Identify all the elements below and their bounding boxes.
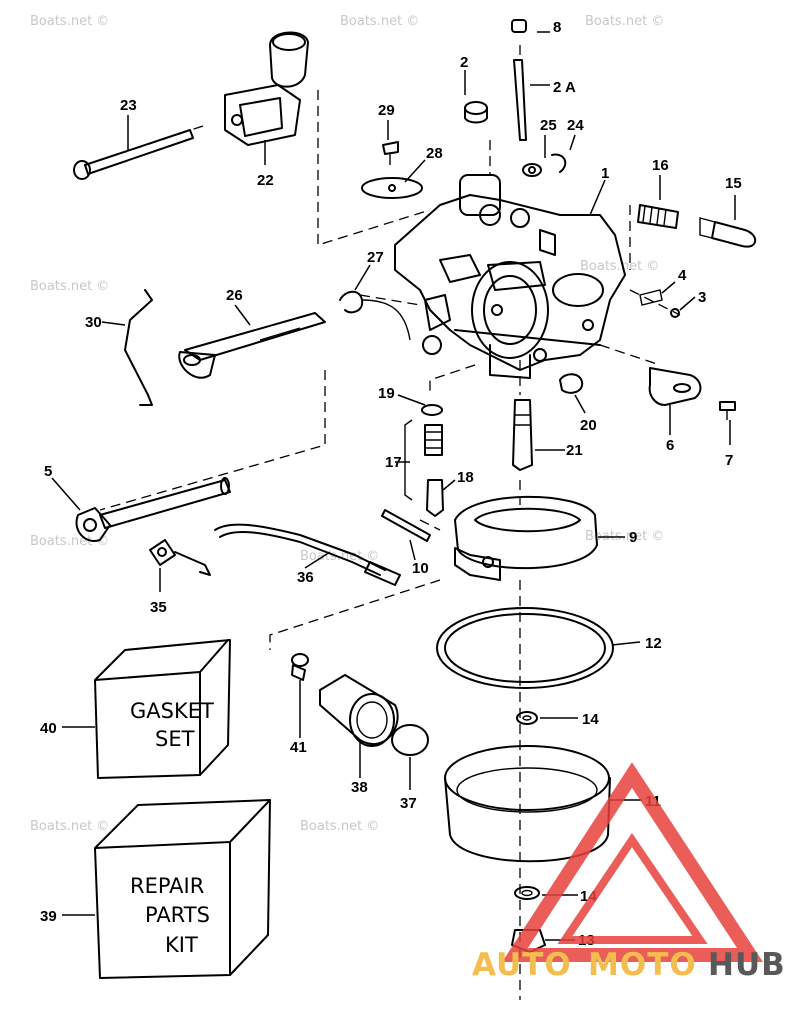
callout-41: 41 — [290, 739, 307, 756]
callout-2a: 2 A — [553, 79, 576, 96]
jet-parts — [404, 367, 736, 517]
gasket-set-line2: SET — [155, 727, 195, 751]
callout-20: 20 — [580, 417, 597, 434]
callout-26: 26 — [226, 287, 243, 304]
watermark: Boats.net © — [585, 14, 664, 29]
callout-3: 3 — [698, 289, 706, 306]
callout-23: 23 — [120, 97, 137, 114]
callout-4: 4 — [678, 267, 687, 284]
callout-17: 17 — [385, 454, 402, 471]
gasket-set-line1: GASKET — [130, 699, 214, 723]
callout-29: 29 — [378, 102, 395, 119]
logo-hub: HUB — [708, 947, 786, 983]
small-parts-top — [361, 19, 567, 199]
callout-35: 35 — [150, 599, 167, 616]
watermark: Boats.net © — [30, 279, 109, 294]
logo-auto: AUTO — [472, 947, 572, 983]
gasket-set-box — [94, 639, 231, 779]
part-23 — [73, 129, 194, 180]
callout-9: 9 — [629, 529, 637, 546]
callout-8: 8 — [553, 19, 561, 36]
leader-lines — [51, 31, 736, 941]
watermark: Boats.net © — [30, 14, 109, 29]
callout-10: 10 — [412, 560, 429, 577]
callout-5: 5 — [44, 463, 52, 480]
part-5 — [75, 477, 231, 542]
carburetor-body — [394, 174, 626, 379]
watermark: Boats.net © — [30, 534, 109, 549]
callout-1: 1 — [601, 165, 609, 182]
callout-22: 22 — [257, 172, 274, 189]
bowl-gasket — [436, 607, 614, 689]
callout-30: 30 — [85, 314, 102, 331]
watermark: Boats.net © — [30, 819, 109, 834]
callout-2: 2 — [460, 54, 468, 71]
automotohub-logo: AUTO MOTO HUB — [472, 762, 786, 983]
repair-kit-line1: REPAIR — [130, 874, 204, 898]
repair-kit-line3: KIT — [165, 933, 198, 957]
callout-labels: 1 2 2 A 3 4 5 6 7 8 9 10 11 12 13 14 14 … — [40, 19, 742, 949]
part-22 — [224, 31, 309, 146]
callout-39: 39 — [40, 908, 57, 925]
callout-16: 16 — [652, 157, 669, 174]
float — [454, 495, 598, 581]
repair-kit-line2: PARTS — [145, 903, 210, 927]
watermark: Boats.net © — [580, 259, 659, 274]
linkage-parts — [149, 523, 401, 586]
callout-14-upper: 14 — [582, 711, 599, 728]
repair-kit-box — [94, 799, 271, 979]
screws-right — [637, 204, 757, 318]
logo-moto: MOTO — [588, 947, 697, 983]
callout-40: 40 — [40, 720, 57, 737]
part-10 — [381, 509, 431, 542]
callout-7: 7 — [725, 452, 733, 469]
callout-6: 6 — [666, 437, 674, 454]
callout-25: 25 — [540, 117, 557, 134]
callout-19: 19 — [378, 385, 395, 402]
callout-36: 36 — [297, 569, 314, 586]
callout-24: 24 — [567, 117, 584, 134]
watermarks: Boats.net © Boats.net © Boats.net © Boat… — [30, 14, 664, 834]
callout-28: 28 — [426, 145, 443, 162]
callout-21: 21 — [566, 442, 583, 459]
callout-12: 12 — [645, 635, 662, 652]
watermark: Boats.net © — [340, 14, 419, 29]
callout-38: 38 — [351, 779, 368, 796]
choke-parts — [124, 289, 411, 406]
callout-27: 27 — [367, 249, 384, 266]
callout-18: 18 — [457, 469, 474, 486]
watermark: Boats.net © — [300, 819, 379, 834]
callout-37: 37 — [400, 795, 417, 812]
inlet-parts — [291, 653, 429, 756]
callout-15: 15 — [725, 175, 742, 192]
